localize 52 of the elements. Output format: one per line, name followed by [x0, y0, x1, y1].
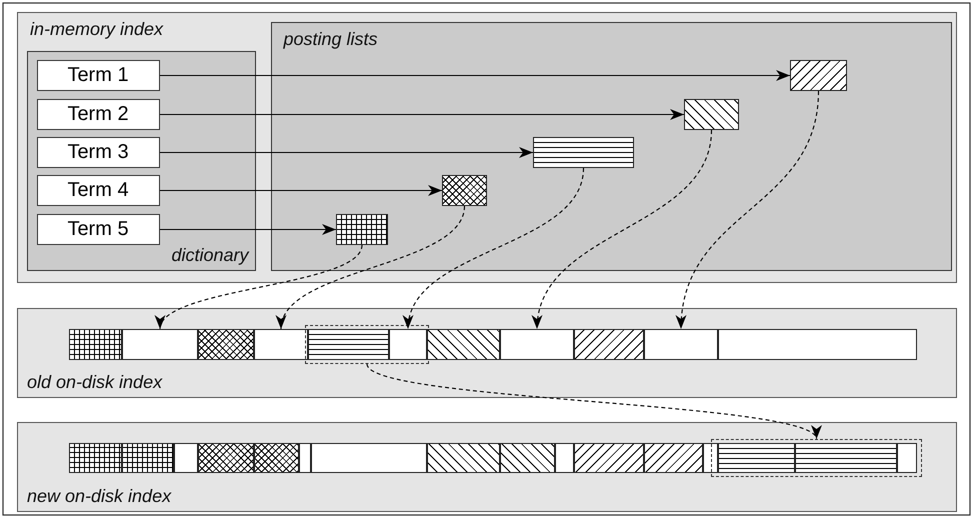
- section-panel: [26, 50, 256, 270]
- posting-block: [442, 174, 486, 206]
- posting-block: [684, 98, 738, 130]
- arrow: [160, 109, 684, 120]
- term-box: [36, 98, 160, 130]
- posting-block: [718, 442, 794, 472]
- arrow: [160, 147, 533, 158]
- arrow: [160, 185, 442, 196]
- dashed-arrow: [405, 168, 584, 330]
- dashed-arrow: [676, 90, 820, 330]
- empty-slot: [298, 442, 310, 472]
- empty-slot: [896, 442, 916, 472]
- posting-block: [426, 328, 500, 360]
- index-panel: [17, 12, 957, 283]
- term-box: [36, 136, 160, 168]
- index-panel: [17, 422, 957, 512]
- term-box: [36, 174, 160, 206]
- index-panel: [17, 308, 957, 398]
- term-label: Term 3: [67, 142, 129, 162]
- term-label: Term 1: [67, 65, 129, 85]
- panel-title: old on-disk index: [27, 373, 162, 391]
- term-label: Term 4: [67, 180, 129, 200]
- term-box: [36, 214, 160, 244]
- selection-outline: [304, 324, 428, 364]
- posting-block: [426, 442, 500, 472]
- empty-slot: [174, 442, 198, 472]
- posting-block: [68, 328, 122, 360]
- posting-block: [198, 328, 254, 360]
- term-label: Term 2: [67, 104, 129, 124]
- empty-slot: [554, 442, 574, 472]
- posting-block: [122, 442, 174, 472]
- posting-block: [794, 442, 896, 472]
- section-panel: [270, 22, 952, 270]
- arrow: [160, 70, 790, 81]
- posting-block: [574, 328, 644, 360]
- posting-block: [644, 442, 702, 472]
- empty-slot: [702, 442, 718, 472]
- panel-title: posting lists: [284, 30, 378, 48]
- posting-block: [790, 60, 846, 90]
- posting-block: [500, 442, 554, 472]
- panel-title: in-memory index: [30, 20, 164, 38]
- posting-block: [254, 442, 298, 472]
- posting-block: [532, 136, 634, 168]
- posting-block: [68, 442, 122, 472]
- posting-block: [198, 442, 254, 472]
- posting-block: [574, 442, 644, 472]
- selection-outline: [710, 438, 922, 476]
- panel-title: new on-disk index: [27, 487, 172, 505]
- dashed-arrow: [534, 130, 712, 330]
- term-label: Term 5: [67, 219, 129, 239]
- posting-block: [308, 328, 388, 360]
- term-box: [36, 60, 160, 90]
